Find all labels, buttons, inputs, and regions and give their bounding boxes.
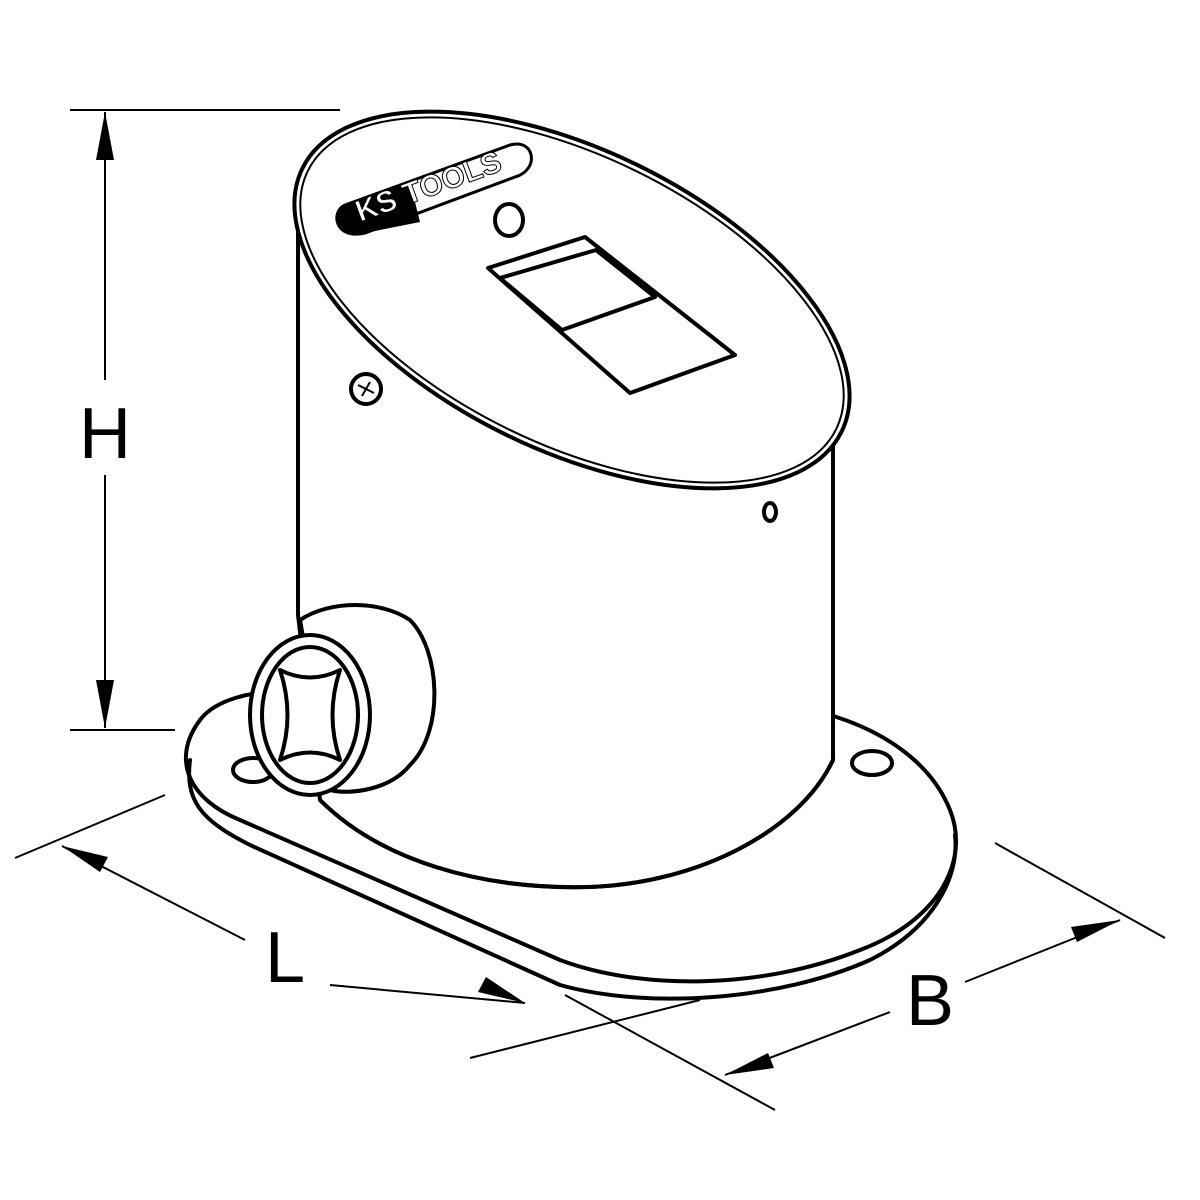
dimension-height: H: [70, 109, 340, 731]
button-icon[interactable]: [493, 202, 525, 238]
height-label: H: [79, 394, 131, 474]
length-label: L: [265, 918, 305, 998]
mounting-hole-right: [850, 749, 894, 777]
screw-icon: [349, 372, 383, 406]
square-drive-icon: [278, 668, 342, 762]
top-face: KS TOOLS: [292, 109, 852, 491]
dimension-width: B: [564, 842, 1166, 1111]
dimension-length: L: [14, 794, 701, 1059]
display-screen: [498, 248, 657, 332]
display-frame: [486, 235, 737, 395]
square-drive-socket: [248, 603, 437, 797]
side-hole: [762, 501, 778, 523]
width-label: B: [906, 961, 954, 1041]
